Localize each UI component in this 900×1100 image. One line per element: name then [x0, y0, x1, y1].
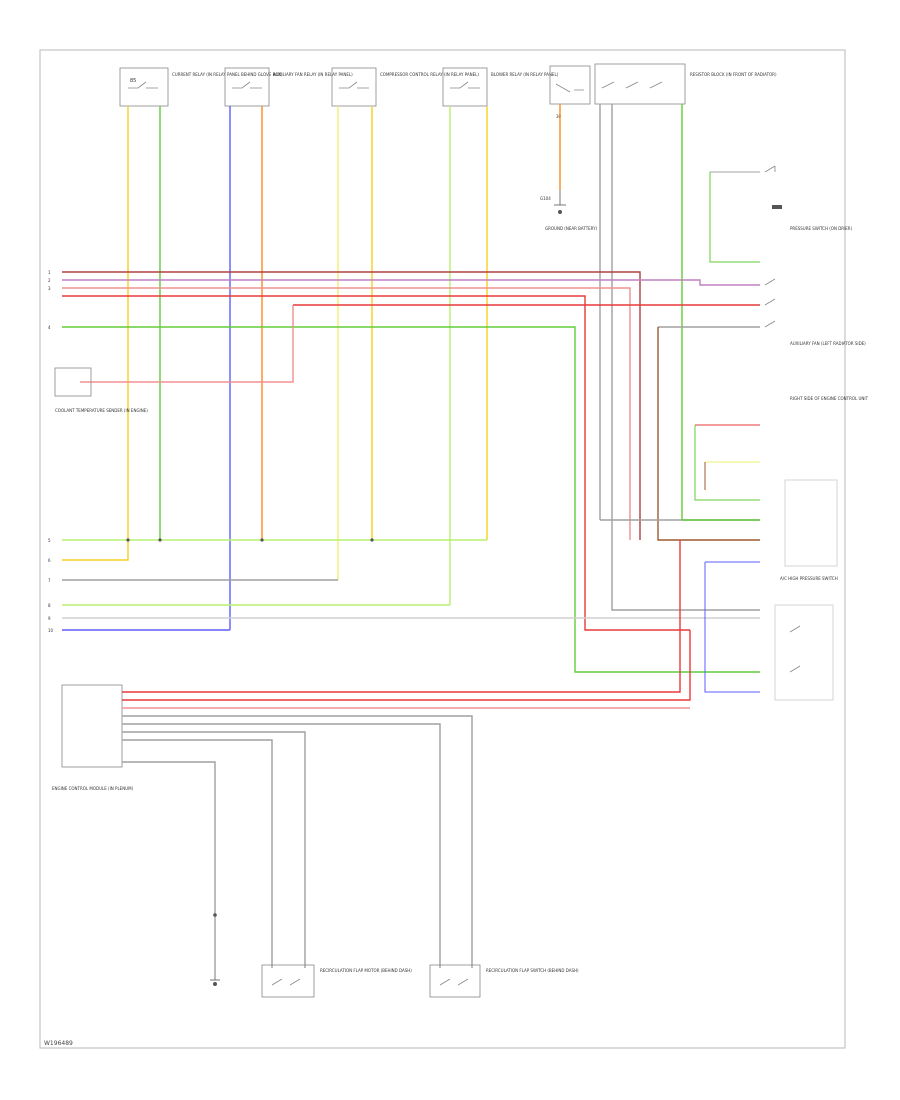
ecu-right: RIGHT SIDE OF ENGINE CONTROL UNIT	[694, 396, 869, 567]
aux-fan-desc: AUXILIARY FAN (LEFT RADIATOR SIDE)	[790, 341, 866, 346]
relay-2: AUXILIARY FAN RELAY (IN RELAY PANEL)	[224, 67, 353, 107]
ground-label: G104	[540, 196, 551, 201]
recirc-motor-desc: RECIRCULATION FLAP MOTOR (BEHIND DASH)	[320, 968, 412, 973]
relay-1-desc: CURRENT RELAY (IN RELAY PANEL BEHIND GLO…	[172, 72, 283, 77]
aux-fan: AUXILIARY FAN (LEFT RADIATOR SIDE)	[764, 278, 866, 346]
left-pin-3: 3	[48, 286, 51, 291]
left-pin-10: 10	[48, 628, 54, 633]
relay-1: 85 CURRENT RELAY (IN RELAY PANEL BEHIND …	[119, 67, 283, 107]
recirc-switch-desc: RECIRCULATION FLAP SWITCH (BEHIND DASH)	[486, 968, 579, 973]
relay-3: COMPRESSOR CONTROL RELAY (IN RELAY PANEL…	[331, 67, 479, 107]
ecu-right-desc: RIGHT SIDE OF ENGINE CONTROL UNIT	[790, 396, 869, 401]
left-pin-6: 6	[48, 558, 51, 563]
left-connector: 1 2 3 4 5 6 7 8 9 10	[48, 270, 54, 633]
left-pin-2: 2	[48, 278, 51, 283]
left-sender-desc: COOLANT TEMPERATURE SENDER (IN ENGINE)	[55, 408, 148, 413]
left-pin-9: 9	[48, 616, 51, 621]
recirc-switch: RECIRCULATION FLAP SWITCH (BEHIND DASH)	[429, 964, 579, 998]
relay-5: 30	[549, 65, 591, 119]
left-pin-1: 1	[48, 270, 51, 275]
hp-switch-desc: A/C HIGH PRESSURE SWITCH	[780, 576, 838, 581]
bottom-module-wires	[122, 540, 691, 980]
relay-3-desc: COMPRESSOR CONTROL RELAY (IN RELAY PANEL…	[380, 72, 479, 77]
bottom-module: ENGINE CONTROL MODULE (IN PLENUM)	[52, 684, 134, 791]
bottom-module-desc: ENGINE CONTROL MODULE (IN PLENUM)	[52, 786, 134, 791]
relay-4: BLOWER RELAY (IN RELAY PANEL)	[442, 67, 559, 107]
footer-code: W196489	[44, 1040, 73, 1047]
ground-desc: GROUND (NEAR BATTERY)	[545, 226, 598, 231]
bottom-ground	[210, 913, 220, 986]
relay-6: RESISTOR BLOCK (IN FRONT OF RADIATOR)	[594, 63, 777, 105]
relay-6-desc: RESISTOR BLOCK (IN FRONT OF RADIATOR)	[690, 72, 777, 77]
left-pin-5: 5	[48, 538, 51, 543]
relay-2-desc: AUXILIARY FAN RELAY (IN RELAY PANEL)	[273, 72, 353, 77]
horizontal-wires-bottom	[62, 519, 760, 631]
junction-dots	[126, 538, 374, 542]
hp-switch: A/C HIGH PRESSURE SWITCH	[704, 561, 838, 701]
recirc-motor: RECIRCULATION FLAP MOTOR (BEHIND DASH)	[261, 964, 412, 998]
left-pin-7: 7	[48, 578, 51, 583]
vertical-wires	[127, 104, 683, 630]
left-sender-box: COOLANT TEMPERATURE SENDER (IN ENGINE)	[54, 367, 148, 413]
pressure-switch-desc: PRESSURE SWITCH (ON DRIER)	[790, 226, 853, 231]
relay-4-desc: BLOWER RELAY (IN RELAY PANEL)	[491, 72, 559, 77]
diagram-frame	[39, 49, 846, 1049]
horizontal-wires-top	[62, 271, 760, 673]
left-pin-8: 8	[48, 603, 51, 608]
left-pin-4: 4	[48, 325, 51, 330]
pressure-switch: PRESSURE SWITCH (ON DRIER)	[709, 165, 853, 263]
relay-5-pin: 30	[556, 114, 562, 119]
relay-1-pin: 85	[130, 78, 136, 84]
ground-symbol: G104 GROUND (NEAR BATTERY)	[540, 190, 598, 231]
